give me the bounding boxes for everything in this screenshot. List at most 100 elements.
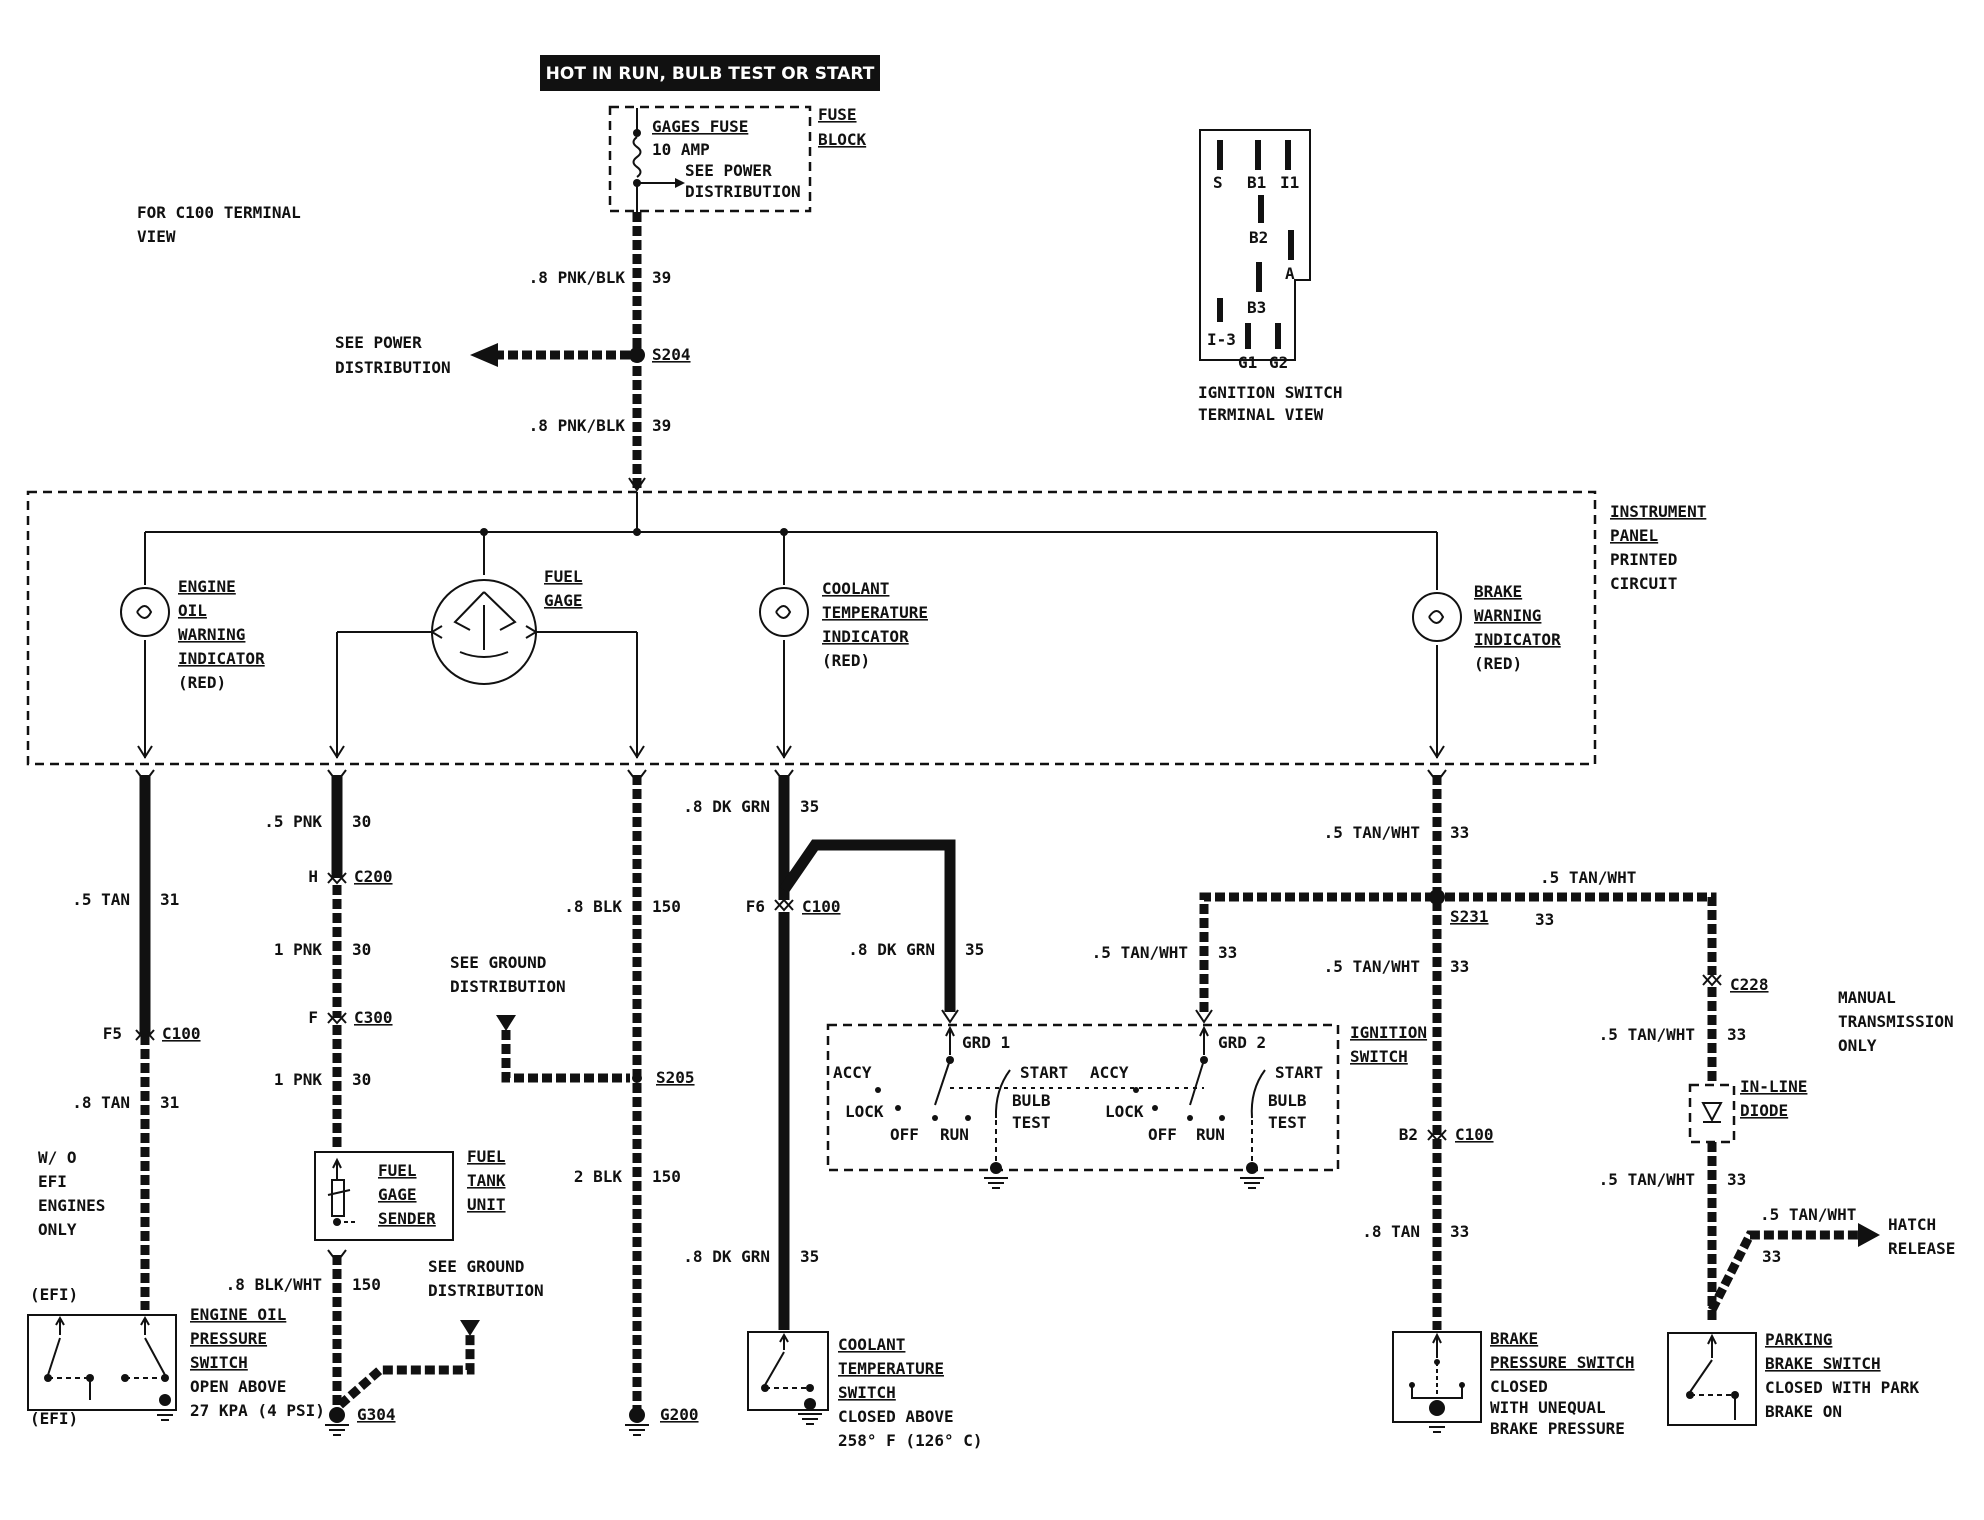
ground-label: G200	[660, 1405, 699, 1424]
sender-label: GAGE	[378, 1185, 417, 1204]
wire-label: .8 PNK/BLK	[529, 416, 626, 435]
ground-icon	[625, 1424, 649, 1436]
see-ground-1: SEE GROUND	[450, 953, 546, 972]
indicator-label: (RED)	[822, 651, 870, 670]
wire-label: 2 BLK	[574, 1167, 623, 1186]
manual-trans-note: TRANSMISSION	[1838, 1012, 1954, 1031]
switch-label: BRAKE ON	[1765, 1402, 1842, 1421]
unit-label: UNIT	[467, 1195, 506, 1214]
connector-label: C100	[802, 897, 841, 916]
switch-label: PRESSURE SWITCH	[1490, 1353, 1635, 1372]
splice-label: S231	[1450, 907, 1489, 926]
ignition-switch-label-2: SWITCH	[1350, 1047, 1408, 1066]
pin-label: F5	[103, 1024, 122, 1043]
indicator-label: TEMPERATURE	[822, 603, 928, 622]
circuit-number: 30	[352, 1070, 371, 1089]
wire-label: .8 BLK	[564, 897, 622, 916]
switch-label: WITH UNEQUAL	[1490, 1398, 1606, 1417]
wire-label: .8 DK GRN	[848, 940, 935, 959]
wire-label: .8 TAN	[72, 1093, 130, 1112]
ground-icon	[153, 1409, 177, 1421]
wire-label: .5 TAN/WHT	[1599, 1170, 1695, 1189]
hatch-release-label: HATCH	[1888, 1215, 1936, 1234]
splice-s205	[632, 1073, 642, 1083]
circuit-number: 30	[352, 812, 371, 831]
efi-note: EFI	[38, 1172, 67, 1191]
wire-label: .5 TAN/WHT	[1540, 868, 1636, 887]
position-label: START	[1275, 1063, 1323, 1082]
wire-label: .5 PNK	[264, 812, 322, 831]
position-label: ACCY	[833, 1063, 872, 1082]
position-label: RUN	[1196, 1125, 1225, 1144]
ground-icon	[984, 1177, 1008, 1189]
diode-label: IN-LINE	[1740, 1077, 1807, 1096]
sender-label: FUEL	[378, 1161, 417, 1180]
position-label: LOCK	[845, 1102, 884, 1121]
circuit-number: 39	[652, 416, 671, 435]
unit-label: FUEL	[467, 1147, 506, 1166]
circuit-number: 33	[1450, 823, 1469, 842]
circuit-number: 33	[1450, 957, 1469, 976]
fuse-name: GAGES FUSE	[652, 117, 748, 136]
see-ground-2: DISTRIBUTION	[450, 977, 566, 996]
efi-label: (EFI)	[30, 1409, 78, 1428]
fuse-rating: 10 AMP	[652, 140, 710, 159]
fuse-icon	[632, 136, 642, 178]
coolant-indicator: COOLANT TEMPERATURE INDICATOR (RED)	[759, 532, 928, 759]
terminal-label: I1	[1280, 173, 1299, 192]
switch-label: SWITCH	[838, 1383, 896, 1402]
splice-label: S204	[652, 345, 691, 364]
pin-label: F6	[746, 897, 765, 916]
brake-circuit: .5 TAN/WHT 33 S231 .5 TAN/WHT 33 .5 TAN/…	[1324, 769, 1717, 1438]
circuit-number: 31	[160, 1093, 179, 1112]
grd2-label: GRD 2	[1218, 1033, 1266, 1052]
circuit-number: 39	[652, 268, 671, 287]
ground-icon	[1240, 1177, 1264, 1189]
fuse-see-power-2: DISTRIBUTION	[685, 182, 801, 201]
indicator-label: INDICATOR	[822, 627, 909, 646]
wire-label: .8 DK GRN	[683, 797, 770, 816]
splice-s204	[629, 347, 645, 363]
position-label: TEST	[1012, 1113, 1051, 1132]
position-label: OFF	[1148, 1125, 1177, 1144]
connector-label: C100	[1455, 1125, 1494, 1144]
wire-label: .8 TAN	[1362, 1222, 1420, 1241]
panel-label-2: PANEL	[1610, 526, 1658, 545]
circuit-number: 33	[1762, 1247, 1781, 1266]
power-header: HOT IN RUN, BULB TEST OR START	[540, 55, 880, 91]
circuit-number: 35	[965, 940, 984, 959]
ground-icon	[1425, 1421, 1449, 1433]
circuit-number: 150	[352, 1275, 381, 1294]
terminal-label: G1	[1238, 353, 1257, 372]
oil-circuit: .5 TAN 31 F5 C100 .8 TAN 31 W/ O EFI ENG…	[27, 769, 325, 1428]
wire-label: .5 TAN	[72, 890, 130, 909]
position-label: START	[1020, 1063, 1068, 1082]
terminal-label: B3	[1247, 298, 1266, 317]
circuit-number: 150	[652, 897, 681, 916]
ignition-switch: IGNITION SWITCH GRD 1 ACCY LOCK OFF RUN …	[826, 892, 1437, 1189]
see-power-2: DISTRIBUTION	[335, 358, 451, 377]
wire-label: .8 BLK/WHT	[226, 1275, 322, 1294]
ground-label: G304	[357, 1405, 396, 1424]
position-label: OFF	[890, 1125, 919, 1144]
terminal-label: B2	[1249, 228, 1268, 247]
indicator-label: (RED)	[1474, 654, 1522, 673]
indicator-label: COOLANT	[822, 579, 889, 598]
terminal-label: A	[1285, 264, 1295, 283]
sender-label: SENDER	[378, 1209, 436, 1228]
instrument-panel: INSTRUMENT PANEL PRINTED CIRCUIT	[26, 490, 1706, 766]
c100-note-1: FOR C100 TERMINAL	[137, 203, 301, 222]
switch-label: TEMPERATURE	[838, 1359, 944, 1378]
position-label: BULB	[1268, 1091, 1307, 1110]
wire-label: 1 PNK	[274, 1070, 323, 1089]
wire-label: .5 TAN/WHT	[1324, 823, 1420, 842]
wire-label: .5 TAN/WHT	[1324, 957, 1420, 976]
manual-trans-note: ONLY	[1838, 1036, 1877, 1055]
pin-label: B2	[1399, 1125, 1418, 1144]
bulb-icon	[759, 587, 809, 637]
arrow-right-icon	[1858, 1223, 1880, 1247]
position-label: RUN	[940, 1125, 969, 1144]
diode-label: DIODE	[1740, 1101, 1788, 1120]
circuit-number: 150	[652, 1167, 681, 1186]
connector-label: C100	[162, 1024, 201, 1043]
